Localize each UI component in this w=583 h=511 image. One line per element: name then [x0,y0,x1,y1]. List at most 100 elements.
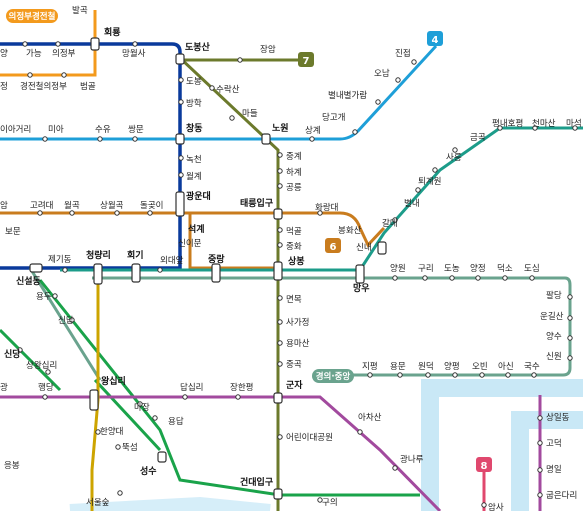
station-dolgoji: 돌곶이 [140,200,163,211]
uijeongbu-tag: 의정부경전철 [6,9,58,23]
station-meokgol: 먹골 [286,226,302,237]
station-dapsimni: 답십리 [180,382,203,393]
station-dots [17,41,578,508]
station-sangwangsimni: 상왕십리 [26,360,57,371]
station-junggye: 중계 [286,151,302,162]
station-jangam: 장암 [260,44,276,55]
station-guri: 구리 [418,264,434,274]
station-banghak: 방학 [186,98,202,109]
station-sinimun: 신이문 [178,238,202,249]
station-sangbong: 상봉 [288,255,305,267]
svg-text:의정부경전철: 의정부경전철 [9,11,56,22]
station-suyuri: 이아거리 [0,124,31,135]
station-paldang: 팔당 [546,290,562,301]
station-beomgol: 범골 [80,81,96,92]
station-donong: 도농 [444,264,460,274]
han-river [421,379,583,511]
station-hoeryong: 회룡 [104,26,121,38]
svg-text:4: 4 [432,35,439,46]
station-deokso: 덕소 [497,263,513,274]
station-nokcheon: 녹천 [186,154,202,165]
station-taereung: 태릉입구 [240,197,273,209]
station-guksu: 국수 [524,362,540,372]
station-hagye: 하계 [286,167,302,178]
station-sagajeong: 사가정 [286,317,309,328]
station-galmae: 갈매 [382,219,398,229]
station-yangjeong: 양정 [470,263,486,274]
station-yang: 양 [0,48,8,59]
station-onam: 오남 [374,69,390,79]
station-sangil: 상일동 [546,412,570,423]
station-hoegi: 회기 [127,249,144,261]
station-madeul: 마들 [242,109,258,119]
station-ttukseom: 뚝섬 [122,442,138,453]
station-childrens: 어린이대공원 [286,432,333,443]
station-sindang: 신당 [4,348,21,360]
station-yongdu: 용두 [36,292,52,302]
line-5 [0,395,442,511]
station-dosim: 도심 [524,263,540,274]
station-yangwon: 양원 [390,263,406,274]
station-seongsu: 성수 [140,465,157,477]
station-byeollaebyeolgaram: 별내별가람 [328,90,367,101]
station-yongdap: 용답 [168,416,184,427]
station-wangsimni: 왕십리 [101,375,126,387]
station-gwangnaru: 광나루 [400,454,424,465]
svg-text:경의·중앙: 경의·중앙 [316,371,351,382]
line-gyeongui [28,267,572,381]
station-cheongnyangni: 청량리 [86,249,111,261]
station-jungnang: 중랑 [208,253,225,265]
station-gubeundari: 굽은다리 [546,491,577,501]
station-ganeung: 가능 [26,49,42,59]
line-8-badge: 8 [476,457,492,472]
line-gyeongchun [60,126,583,272]
station-junggok: 중곡 [286,360,302,370]
line-6 [0,211,386,270]
station-sindap: 신답 [58,315,74,326]
station-yongmasan: 용마산 [286,338,310,349]
station-bomun: 보문 [5,227,21,237]
line-4 [0,44,438,141]
station-bonghwasan: 봉화산 [338,225,362,236]
station-suyu: 수유 [95,125,111,135]
station-myeongil: 명일 [546,464,562,475]
station-godeok: 고덕 [546,438,562,449]
station-wolgye: 월계 [186,171,202,182]
station-sanggye: 상계 [305,125,321,136]
station-wolgok: 월곡 [64,200,80,211]
station-hangdang: 행당 [38,382,54,393]
station-labels: 발곡 회룡 양 가능 의정부 망월사 정 경전철의정부 범골 도봉산 장암 도봉… [0,5,582,511]
line-bundang [90,270,100,511]
svg-text:7: 7 [303,56,310,67]
station-pyeongnaehopyeong: 평내호평 [492,118,523,129]
station-seokgye: 석계 [188,223,205,235]
station-seoulsup: 서울숲 [86,498,110,508]
line-1 [0,42,182,270]
station-mia: 미아 [48,124,64,135]
station-amsa: 암사 [488,502,504,511]
station-cheonmasan: 천마산 [532,118,556,129]
station-ungilsan: 운길산 [540,311,564,322]
station-wondeok: 원덕 [418,361,434,372]
station-goryeodae: 고려대 [30,200,53,211]
station-jeong: 정 [0,81,8,92]
station-mangu: 망우 [353,282,370,294]
station-balgok: 발곡 [72,5,88,16]
station-byeollae: 별내 [404,198,420,209]
station-myeonmok: 면목 [286,294,302,305]
station-jipyeong: 지평 [362,361,378,372]
station-gongneung: 공릉 [286,183,302,193]
station-dobongsan: 도봉산 [185,41,211,53]
station-sinseoldong: 신설동 [16,275,41,287]
station-majang: 마장 [134,402,150,413]
station-sareung: 사릉 [446,153,462,163]
station-sinnae: 신내 [356,243,372,253]
station-gyeongjeoncheol: 경전철의정부 [20,81,67,92]
station-guui: 구의 [322,497,338,508]
station-gwang: 광 [0,382,8,393]
transfer-markers [29,37,387,500]
svg-text:6: 6 [330,242,337,253]
station-jeo: 암 [0,200,8,211]
station-sanghwolgok: 상월곡 [100,200,124,211]
